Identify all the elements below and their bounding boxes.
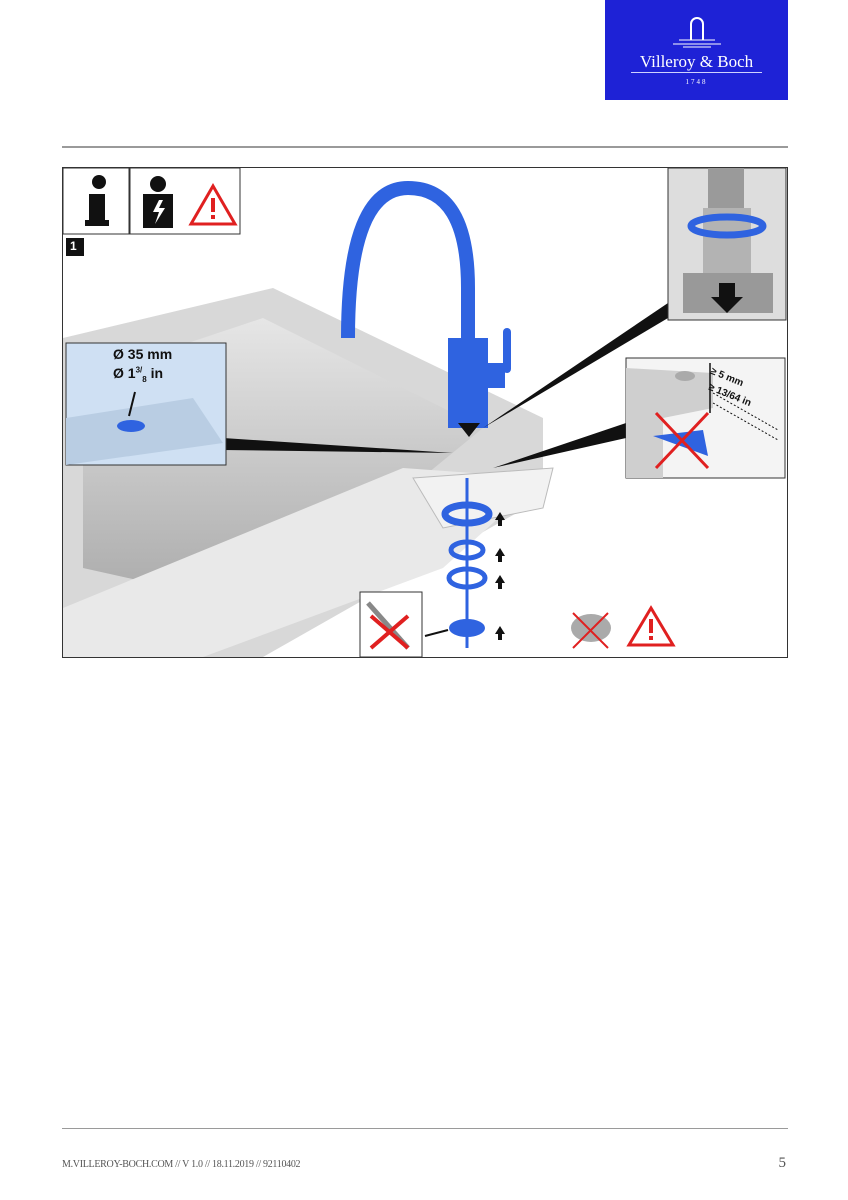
- brand-year: 1748: [685, 78, 708, 86]
- brand-underline: [631, 72, 762, 73]
- hole-diameter-in: Ø 13/8 in: [113, 365, 163, 384]
- hole-diameter-in-denominator: 8: [142, 374, 147, 384]
- brand-logo: Villeroy & Boch 1748: [605, 0, 788, 100]
- hole-diameter-in-whole: Ø 1: [113, 365, 136, 381]
- hole-diameter-in-numerator: 3/: [135, 365, 143, 375]
- installation-figure: 1 Ø 35 mm Ø 13/8 in ≥ 5 mm ≥ 13/64 in: [62, 167, 788, 658]
- hole-diameter-in-unit: in: [150, 365, 164, 381]
- header-rule: [62, 146, 788, 148]
- footer-info: M.VILLEROY-BOCH.COM // V 1.0 // 18.11.20…: [62, 1159, 301, 1170]
- page-number: 5: [778, 1155, 787, 1171]
- sink-illustration: [63, 168, 787, 657]
- info-icon: [85, 175, 109, 226]
- brand-name: Villeroy & Boch: [639, 52, 754, 71]
- fountain-icon: [673, 17, 721, 48]
- footer-rule: [62, 1128, 788, 1129]
- hole-diameter-mm: Ø 35 mm: [113, 346, 173, 362]
- electrician-icon: [143, 176, 173, 228]
- step-number-badge: 1: [70, 239, 77, 253]
